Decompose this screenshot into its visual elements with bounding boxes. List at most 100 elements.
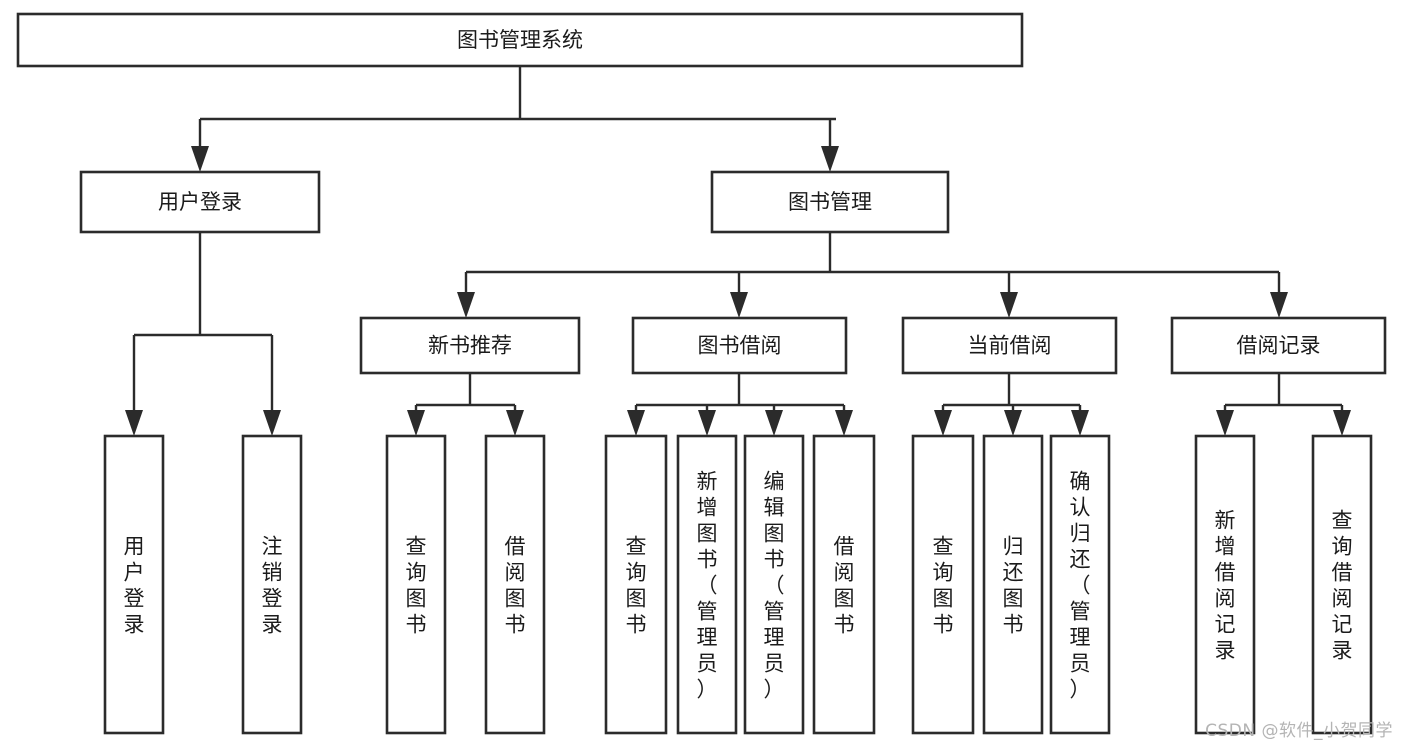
node-label-char-leaf-confirm-return-admin: （	[1070, 574, 1091, 598]
node-label-char-leaf-logout: 录	[262, 613, 283, 637]
arrow-to-new-book-recommend	[457, 292, 475, 318]
node-label-char-leaf-edit-book-admin: 书	[764, 548, 785, 572]
node-box-leaf-query-book-recommend[interactable]	[385, 434, 447, 735]
nodes-group: 图书管理系统用户登录图书管理新书推荐图书借阅当前借阅借阅记录用户登录注销登录查询…	[16, 12, 1387, 735]
node-root[interactable]: 图书管理系统	[16, 12, 1024, 68]
node-box-leaf-borrow-book[interactable]	[812, 434, 876, 735]
node-label-char-leaf-query-book-current: 图	[933, 587, 954, 611]
node-book-management[interactable]: 图书管理	[710, 170, 950, 234]
node-label-borrow-record: 借阅记录	[1237, 334, 1321, 358]
node-label-char-leaf-add-borrow-record: 记	[1215, 613, 1236, 637]
node-box-leaf-query-borrow-record[interactable]	[1311, 434, 1373, 735]
arrow-to-user-login	[191, 146, 209, 172]
node-box-root[interactable]	[16, 12, 1024, 68]
arrow-to-borrow-record	[1270, 292, 1288, 318]
node-label-char-leaf-confirm-return-admin: 员	[1070, 652, 1091, 676]
node-box-leaf-user-login[interactable]	[103, 434, 165, 735]
node-box-leaf-add-book-admin[interactable]	[676, 434, 738, 735]
node-label-char-leaf-return-book: 图	[1003, 587, 1024, 611]
edge-new-book-recommend-trunk	[414, 373, 517, 422]
node-label-char-leaf-query-borrow-record: 查	[1332, 509, 1353, 533]
node-label-char-leaf-query-book-recommend: 书	[406, 613, 427, 637]
arrow-to-leaf-return-book	[1004, 410, 1022, 436]
node-box-new-book-recommend[interactable]	[359, 316, 581, 375]
node-label-char-leaf-borrow-book-recommend: 阅	[505, 561, 526, 585]
node-box-user-login[interactable]	[79, 170, 321, 234]
node-label-user-login: 用户登录	[158, 190, 242, 214]
node-box-leaf-add-borrow-record[interactable]	[1194, 434, 1256, 735]
node-label-char-leaf-edit-book-admin: （	[764, 574, 785, 598]
node-label-char-leaf-logout: 注	[262, 535, 283, 559]
node-label-char-leaf-user-login: 户	[124, 561, 145, 585]
node-label-char-leaf-return-book: 书	[1003, 613, 1024, 637]
arrow-to-leaf-borrow-book	[835, 410, 853, 436]
node-label-char-leaf-borrow-book-recommend: 借	[505, 535, 526, 559]
node-book-borrow[interactable]: 图书借阅	[631, 316, 848, 375]
arrow-to-current-borrow	[1000, 292, 1018, 318]
node-box-leaf-query-book-current[interactable]	[911, 434, 975, 735]
node-label-char-leaf-query-book-current: 书	[933, 613, 954, 637]
node-label-root: 图书管理系统	[457, 28, 583, 52]
node-label-char-leaf-edit-book-admin: ）	[764, 678, 785, 702]
node-label-char-leaf-borrow-book: 图	[834, 587, 855, 611]
node-box-leaf-edit-book-admin[interactable]	[743, 434, 805, 735]
edge-root-trunk	[198, 66, 836, 158]
node-borrow-record[interactable]: 借阅记录	[1170, 316, 1387, 375]
node-label-char-leaf-user-login: 用	[124, 535, 145, 559]
node-label-char-leaf-add-book-admin: ）	[697, 678, 718, 702]
edge-borrow-record-trunk	[1223, 373, 1344, 422]
edge-book-management-trunk	[464, 232, 1281, 304]
node-box-book-management[interactable]	[710, 170, 950, 234]
edges-group	[125, 66, 1351, 436]
node-box-leaf-borrow-book-recommend[interactable]	[484, 434, 546, 735]
node-box-leaf-query-book-borrow[interactable]	[604, 434, 668, 735]
node-label-char-leaf-query-book-borrow: 查	[626, 535, 647, 559]
arrow-to-leaf-query-book-recommend	[407, 410, 425, 436]
node-label-char-leaf-query-book-recommend: 图	[406, 587, 427, 611]
node-label-char-leaf-query-borrow-record: 询	[1332, 535, 1353, 559]
node-current-borrow[interactable]: 当前借阅	[901, 316, 1118, 375]
edge-user-login-trunk	[132, 232, 274, 422]
node-label-new-book-recommend: 新书推荐	[428, 334, 512, 358]
node-label-char-leaf-add-borrow-record: 新	[1215, 509, 1236, 533]
node-box-current-borrow[interactable]	[901, 316, 1118, 375]
node-label-char-leaf-return-book: 还	[1003, 561, 1024, 585]
node-label-char-leaf-confirm-return-admin: 管	[1070, 600, 1091, 624]
node-box-borrow-record[interactable]	[1170, 316, 1387, 375]
node-label-char-leaf-confirm-return-admin: ）	[1070, 678, 1091, 702]
arrow-to-book-borrow	[730, 292, 748, 318]
csdn-watermark: CSDN @软件_小贺同学	[1205, 721, 1393, 741]
node-label-char-leaf-confirm-return-admin: 还	[1070, 548, 1091, 572]
node-label-char-leaf-add-book-admin: 图	[697, 522, 718, 546]
node-leaf-user-login[interactable]: 用户登录	[103, 434, 165, 735]
node-label-char-leaf-query-book-borrow: 图	[626, 587, 647, 611]
node-user-login[interactable]: 用户登录	[79, 170, 321, 234]
node-label-char-leaf-query-book-borrow: 书	[626, 613, 647, 637]
arrow-to-leaf-user-login	[125, 410, 143, 436]
node-label-char-leaf-add-borrow-record: 借	[1215, 561, 1236, 585]
node-label-char-leaf-edit-book-admin: 编	[764, 470, 785, 494]
node-label-char-leaf-add-book-admin: 管	[697, 600, 718, 624]
node-box-leaf-confirm-return-admin[interactable]	[1049, 434, 1111, 735]
node-label-char-leaf-query-borrow-record: 阅	[1332, 587, 1353, 611]
arrow-to-leaf-query-borrow-record	[1333, 410, 1351, 436]
node-new-book-recommend[interactable]: 新书推荐	[359, 316, 581, 375]
node-box-book-borrow[interactable]	[631, 316, 848, 375]
node-label-char-leaf-logout: 销	[262, 561, 283, 585]
node-label-char-leaf-query-book-recommend: 查	[406, 535, 427, 559]
node-label-char-leaf-borrow-book: 阅	[834, 561, 855, 585]
node-box-leaf-logout[interactable]	[241, 434, 303, 735]
node-box-leaf-return-book[interactable]	[982, 434, 1044, 735]
